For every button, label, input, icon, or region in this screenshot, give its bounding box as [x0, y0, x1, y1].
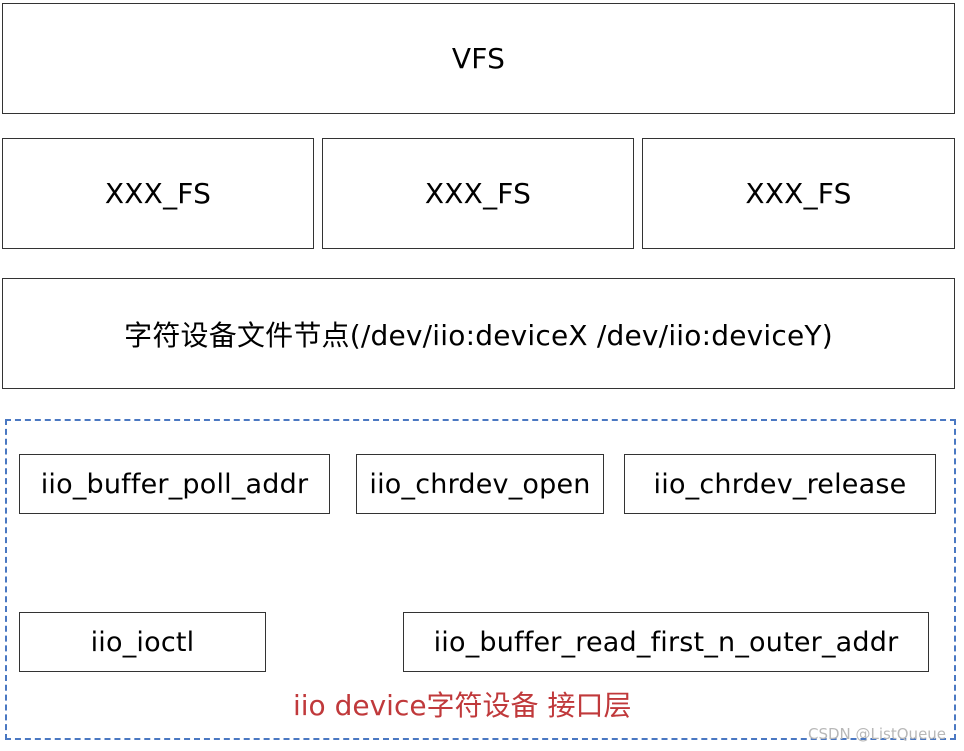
function-label-poll: iio_buffer_poll_addr — [40, 468, 309, 500]
fs-label-3: XXX_FS — [745, 177, 852, 210]
function-label-open: iio_chrdev_open — [369, 468, 591, 500]
fs-box-3: XXX_FS — [642, 138, 955, 249]
device-node-label: 字符设备文件节点(/dev/iio:deviceX /dev/iio:devic… — [124, 318, 833, 352]
fs-box-2: XXX_FS — [322, 138, 634, 249]
interface-group-border — [5, 419, 956, 740]
device-node-box: 字符设备文件节点(/dev/iio:deviceX /dev/iio:devic… — [2, 278, 955, 389]
fs-label-2: XXX_FS — [424, 177, 532, 210]
fs-box-1: XXX_FS — [2, 138, 314, 249]
fs-label-1: XXX_FS — [104, 177, 212, 210]
watermark-text: CSDN @ListQueue — [808, 725, 947, 743]
function-box-ioctl: iio_ioctl — [19, 612, 266, 672]
function-box-read: iio_buffer_read_first_n_outer_addr — [403, 612, 929, 672]
vfs-label: VFS — [451, 42, 506, 75]
vfs-box: VFS — [2, 3, 955, 114]
function-box-open: iio_chrdev_open — [356, 454, 604, 514]
function-box-release: iio_chrdev_release — [624, 454, 936, 514]
function-box-poll: iio_buffer_poll_addr — [19, 454, 330, 514]
function-label-release: iio_chrdev_release — [653, 468, 907, 500]
function-label-read: iio_buffer_read_first_n_outer_addr — [433, 626, 899, 658]
function-label-ioctl: iio_ioctl — [90, 626, 195, 658]
interface-group-label: iio device字符设备 接口层 — [293, 689, 632, 722]
